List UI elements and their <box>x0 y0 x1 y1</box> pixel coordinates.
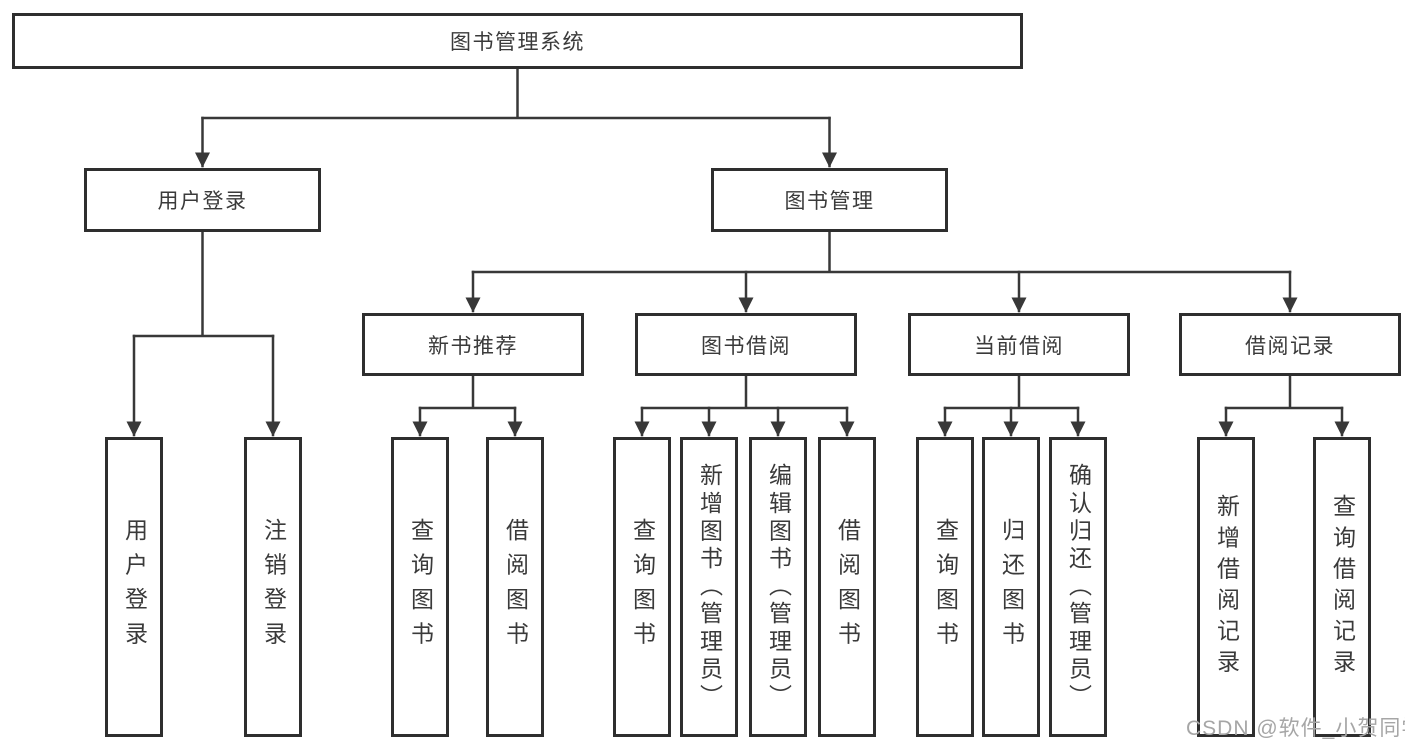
leaf-nb-query-books: 查询图书 <box>391 437 449 737</box>
leaf-logout: 注销登录 <box>244 437 302 737</box>
leaf-user-login: 用户登录 <box>105 437 163 737</box>
leaf-br-add-record: 新增借阅记录 <box>1197 437 1255 737</box>
connector-new-books-split <box>412 374 523 437</box>
leaf-cb-return-books: 归还图书 <box>982 437 1040 737</box>
node-book-borrow: 图书借阅 <box>635 313 857 376</box>
connector-current-borrow-split <box>937 374 1086 437</box>
leaf-bb-edit-books: 编辑图书（管理员） <box>749 437 807 737</box>
connector-user-login-split <box>126 230 281 437</box>
watermark: CSDN @软件_小贺同学 <box>1186 717 1405 740</box>
node-current-borrow: 当前借阅 <box>908 313 1130 376</box>
leaf-nb-borrow-books: 借阅图书 <box>486 437 544 737</box>
leaf-br-query-record: 查询借阅记录 <box>1313 437 1371 737</box>
leaf-cb-query-books: 查询图书 <box>916 437 974 737</box>
connector-book-mgmt-split <box>465 230 1298 313</box>
connector-borrow-records-split <box>1218 374 1350 437</box>
leaf-cb-confirm-return: 确认归还（管理员） <box>1049 437 1107 737</box>
node-root: 图书管理系统 <box>12 13 1023 69</box>
node-borrow-records: 借阅记录 <box>1179 313 1401 376</box>
connector-root-split <box>195 67 837 168</box>
node-book-mgmt: 图书管理 <box>711 168 948 232</box>
node-user-login: 用户登录 <box>84 168 321 232</box>
leaf-bb-borrow-books: 借阅图书 <box>818 437 876 737</box>
leaf-bb-add-books: 新增图书（管理员） <box>680 437 738 737</box>
connector-book-borrow-split <box>634 374 855 437</box>
leaf-bb-query-books: 查询图书 <box>613 437 671 737</box>
node-new-books: 新书推荐 <box>362 313 584 376</box>
